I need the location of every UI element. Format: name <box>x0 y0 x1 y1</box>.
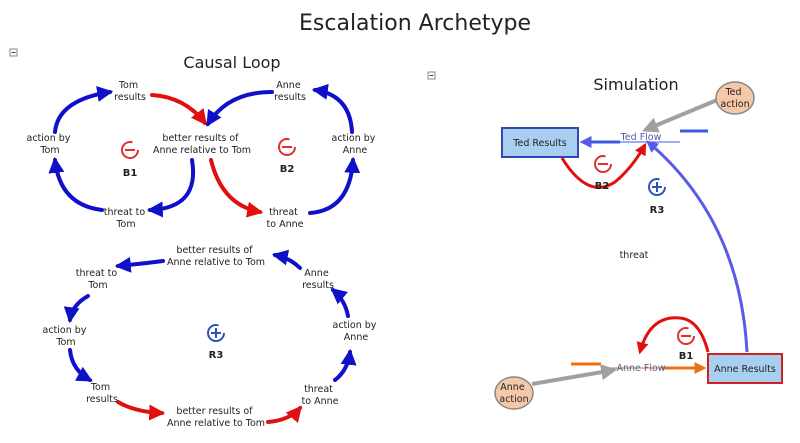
node-relative-results: better results of Anne relative to Tom <box>153 133 251 156</box>
link-ted-action-to-ted-flow <box>642 98 718 133</box>
link-relative-to-threat-tom <box>146 158 196 218</box>
collapse-icon-right[interactable] <box>427 71 436 80</box>
node-threat-to-tom: threat to Tom <box>104 207 148 230</box>
threat-label: threat <box>620 250 649 261</box>
link-tom-results-to-relative <box>150 93 207 126</box>
link-anne-action-to-anne-flow <box>531 364 618 386</box>
ted-flow-label: Ted Flow <box>620 132 662 143</box>
ted-results-stock[interactable]: Ted Results <box>501 127 579 158</box>
loop-label-b2: B2 <box>280 164 295 175</box>
link-anne-results-to-anne-flow <box>636 316 710 355</box>
link-threat-anne-to-action-anne <box>308 156 361 215</box>
node-tom-results-bottom: Tom results <box>86 382 118 405</box>
link-threat-anne-to-action-anne <box>333 348 357 382</box>
node-relative-results-bottom: better results of Anne relative to Tom <box>167 406 265 429</box>
link-action-anne-to-anne-results <box>330 287 350 318</box>
link-threat-tom-to-action-tom <box>48 156 104 212</box>
sim-loop-label-b1: B1 <box>679 351 694 362</box>
diagram-title: Escalation Archetype <box>299 11 531 36</box>
link-relative-top-to-threat-tom <box>114 256 165 273</box>
link-threat-tom-to-action-tom <box>63 294 90 324</box>
anne-action-node[interactable]: Anne action <box>494 376 534 410</box>
link-action-tom-to-tom-results <box>53 86 114 134</box>
link-relative-to-threat-anne <box>209 158 264 218</box>
link-action-tom-to-tom-results <box>68 348 93 382</box>
link-anne-results-to-ted-flow <box>646 140 749 353</box>
collapse-icon-left[interactable] <box>9 48 18 57</box>
node-threat-to-anne: threat to Anne <box>267 207 304 230</box>
node-action-by-anne: action by Anne <box>332 133 379 156</box>
node-anne-results: Anne results <box>274 80 306 103</box>
node-anne-results-bottom: Anne results <box>302 268 334 291</box>
svg-text:Ted action: Ted action <box>720 87 749 110</box>
loop-label-b1: B1 <box>123 168 138 179</box>
link-relative-bottom-to-threat-anne <box>266 405 303 424</box>
svg-text:Anne Results: Anne Results <box>714 364 776 375</box>
link-tom-results-to-relative-bottom <box>116 400 166 421</box>
node-action-by-tom-bottom: action by Tom <box>43 325 90 348</box>
link-action-anne-to-anne-results <box>311 83 354 134</box>
anne-results-stock[interactable]: Anne Results <box>707 353 783 384</box>
node-relative-results-top: better results of Anne relative to Tom <box>167 245 265 268</box>
svg-text:Ted Results: Ted Results <box>512 138 566 149</box>
node-action-by-anne-bottom: action by Anne <box>333 320 380 343</box>
link-anne-results-to-relative <box>206 90 274 127</box>
balancing-loop-icon-b1 <box>121 141 139 159</box>
node-action-by-tom: action by Tom <box>27 133 74 156</box>
reinforcing-loop-icon-sim-r3 <box>648 178 666 196</box>
node-threat-to-anne-bottom: threat to Anne <box>302 384 339 407</box>
link-ted-results-to-ted-flow <box>560 142 647 189</box>
simulation-heading: Simulation <box>593 75 678 94</box>
causal-loop-bottom-links <box>63 249 357 424</box>
causal-loop-heading: Causal Loop <box>183 53 280 72</box>
ted-action-node[interactable]: Ted action <box>715 81 755 115</box>
svg-text:Anne action: Anne action <box>499 382 528 405</box>
reinforcing-loop-icon-r3 <box>207 324 225 342</box>
link-anne-results-to-relative-top <box>271 249 302 270</box>
balancing-loop-icon-sim-b1 <box>677 327 695 345</box>
node-tom-results: Tom results <box>114 80 146 103</box>
sim-loop-label-b2: B2 <box>595 181 610 192</box>
balancing-loop-icon-sim-b2 <box>594 155 612 173</box>
causal-loop-top-links <box>48 83 361 218</box>
anne-flow-label: Anne Flow <box>616 363 665 374</box>
node-threat-to-tom-bottom: threat to Tom <box>76 268 120 291</box>
loop-label-r3: R3 <box>209 350 224 361</box>
sim-loop-label-r3: R3 <box>650 205 665 216</box>
balancing-loop-icon-b2 <box>278 138 296 156</box>
